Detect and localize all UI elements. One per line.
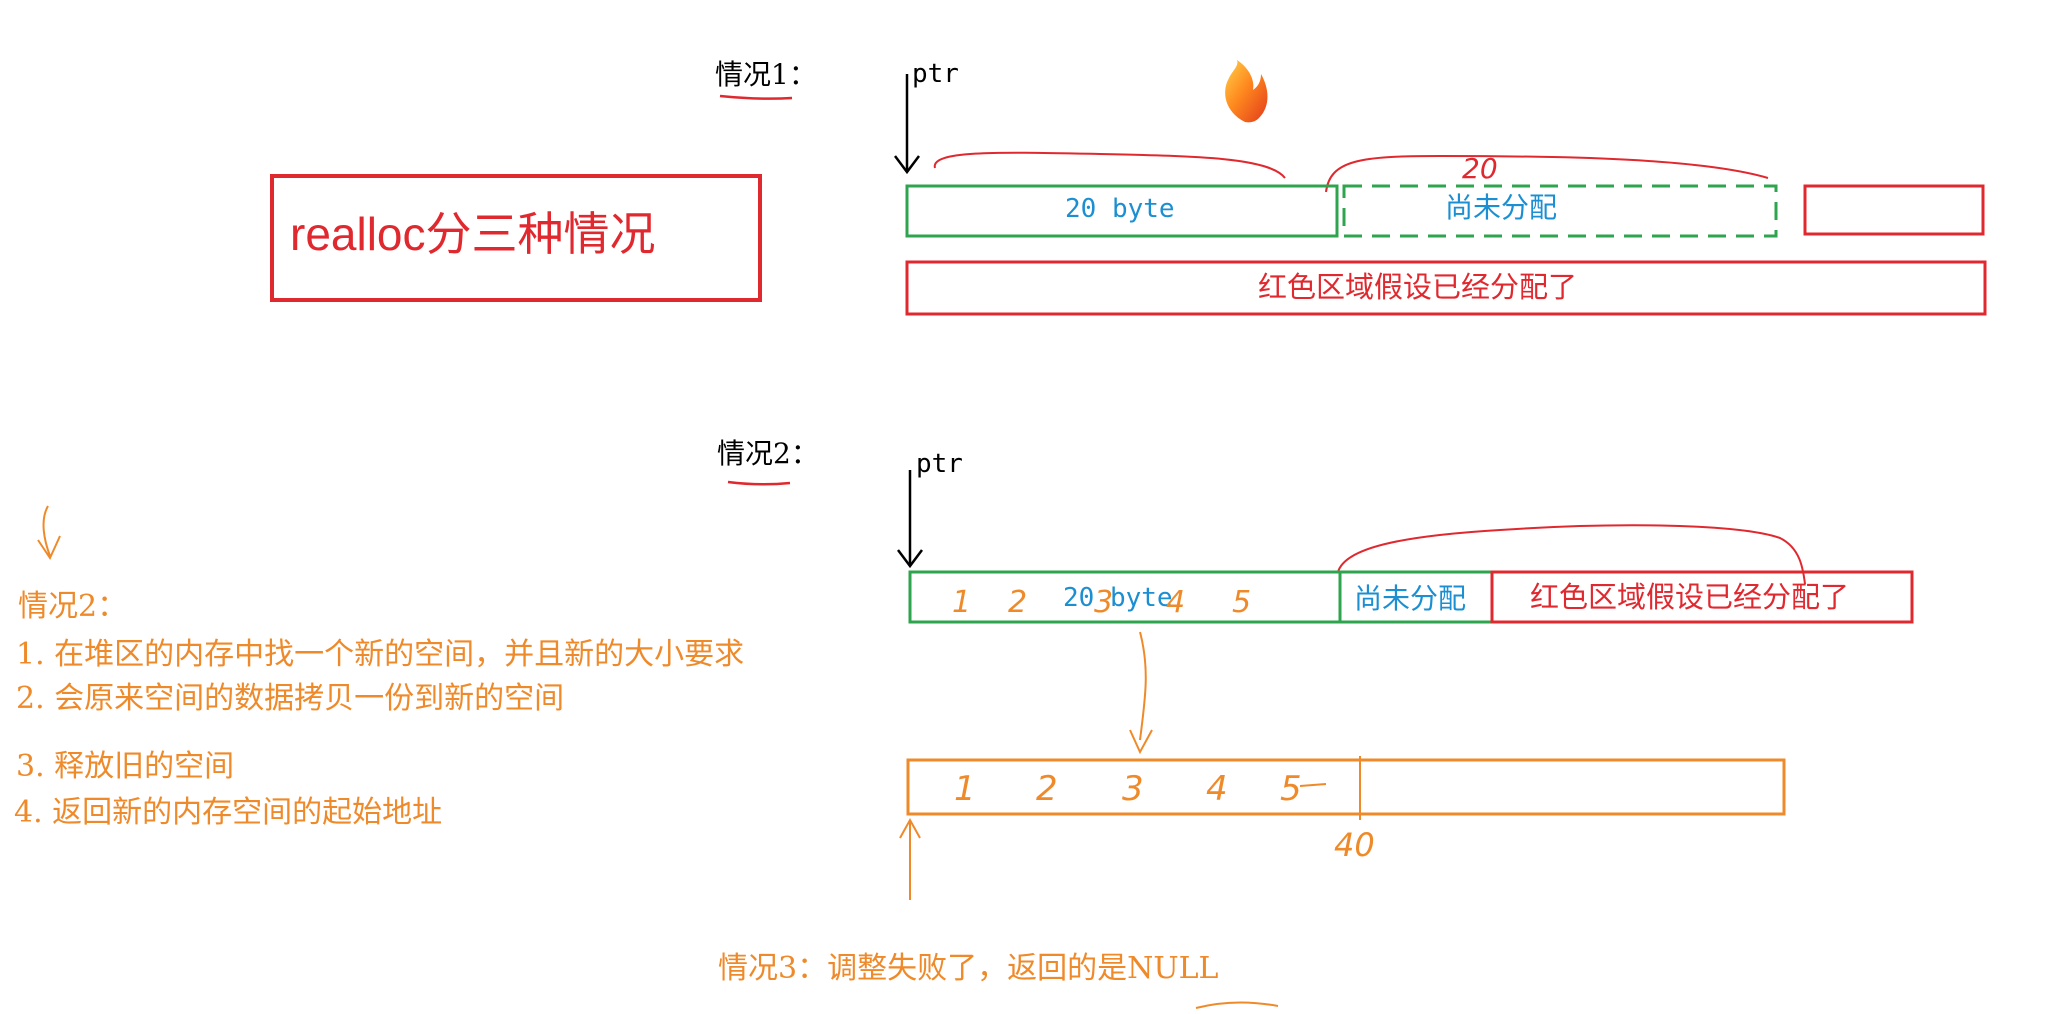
case2-digit-old-2: 2 <box>1008 585 1027 620</box>
case1-block-unallocated <box>1342 184 1778 238</box>
case2-digit-new-3: 3 <box>1122 769 1144 809</box>
case2-block-unallocated-label: 尚未分配 <box>1354 582 1466 615</box>
case1-ptr-label: ptr <box>912 59 959 89</box>
case1-ptr-arrow-head <box>894 155 920 175</box>
case1-block-allocated <box>905 260 1987 316</box>
case2-marker-40: 40 <box>1334 826 1375 864</box>
notes-step-1: 1. 在堆区的内存中找一个新的空间，并且新的大小要求 <box>16 637 744 672</box>
case2-digit-old-4: 4 <box>1166 585 1185 620</box>
title-box <box>270 174 762 302</box>
notes-step-2: 2. 会原来空间的数据拷贝一份到新的空间 <box>16 681 564 716</box>
notes-step-4: 4. 返回新的内存空间的起始地址 <box>14 795 442 830</box>
case2-arc <box>1337 524 1806 585</box>
case1-block-20byte-label: 20 byte <box>1065 194 1175 224</box>
case2-digit-new-5: 5 <box>1280 769 1302 809</box>
notes-header: 情况2： <box>18 589 127 624</box>
case2-digit-new-1: 1 <box>954 769 976 809</box>
case1-block-20byte <box>905 184 1339 238</box>
case1-arc-extension <box>1325 154 1769 193</box>
case2-digit-5-tail <box>1299 783 1327 787</box>
case3-text: 情况3：调整失败了，返回的是NULL <box>718 951 1219 986</box>
case1-arc-old <box>933 151 1286 179</box>
notes-step-3: 3. 释放旧的空间 <box>16 749 234 784</box>
copy-arrow <box>1139 631 1147 741</box>
case1-block-unallocated-label: 尚未分配 <box>1445 191 1557 224</box>
case2-block-allocated <box>1490 570 1914 624</box>
case1-label-underline <box>719 94 793 100</box>
case1-block-allocated-small <box>1803 184 1985 236</box>
case2-ptr-label: ptr <box>916 449 963 479</box>
notes-down-arrow <box>37 505 61 561</box>
title-text: realloc分三种情况 <box>290 208 656 260</box>
case2-digit-old-1: 1 <box>952 585 971 620</box>
case2-digit-new-4: 4 <box>1206 769 1228 809</box>
case2-digit-old-5: 5 <box>1232 585 1251 620</box>
case1-handwritten-20: 20 <box>1462 152 1498 185</box>
case2-ptr-arrow-head <box>897 549 923 569</box>
case2-new-block <box>906 758 1786 816</box>
case2-block-allocated-label: 红色区域假设已经分配了 <box>1530 580 1849 614</box>
case3-null-underline <box>1195 1001 1279 1009</box>
case1-block-allocated-label: 红色区域假设已经分配了 <box>1258 270 1577 304</box>
case2-block-20byte-label: 20 byte <box>1063 583 1173 613</box>
case2-label-underline <box>727 480 791 486</box>
case1-label: 情况1： <box>715 58 817 91</box>
case2-label: 情况2： <box>717 437 819 470</box>
flame-icon <box>1225 60 1268 123</box>
case2-digit-new-2: 2 <box>1036 769 1058 809</box>
copy-arrow-head <box>1129 729 1153 755</box>
case2-digit-old-3: 3 <box>1094 585 1113 620</box>
return-arrow-head <box>899 817 921 839</box>
